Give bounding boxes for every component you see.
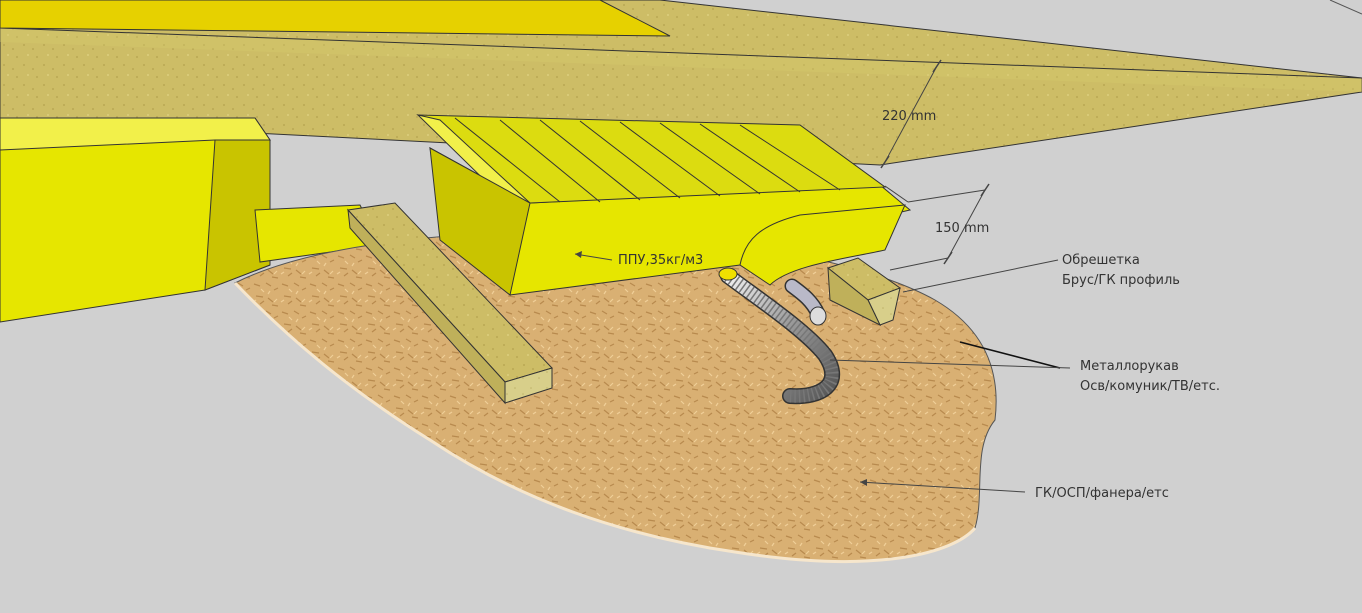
callout-obreshetka: Обрешетка Брус/ГК профиль	[902, 253, 1180, 293]
ppu-label: ППУ,35кг/м3	[618, 253, 703, 268]
obreshetka-label-line1: Обрешетка	[1062, 253, 1140, 268]
callout-metallorukav: Металлорукав Осв/комуник/ТВ/етс.	[829, 359, 1220, 394]
ppu-foam-block	[416, 114, 912, 296]
callout-sheet: ГК/ОСП/фанера/етс	[859, 479, 1169, 501]
dimension-150-label: 150 mm	[935, 221, 989, 236]
dimension-220-label: 220 mm	[882, 109, 936, 124]
right-batten	[826, 257, 902, 327]
osb-sheet	[233, 231, 1061, 564]
metallorukav-label-line2: Осв/комуник/ТВ/етс.	[1080, 379, 1220, 394]
metallorukav-label-line1: Металлорукав	[1080, 359, 1179, 374]
main-beam	[0, 0, 1362, 166]
left-foam-block	[0, 117, 381, 323]
left-batten	[346, 202, 553, 405]
obreshetka-label-line2: Брус/ГК профиль	[1062, 273, 1180, 288]
dimension-150: 150 mm	[884, 183, 990, 271]
metal-conduit	[718, 267, 840, 405]
dimension-220: 220 mm	[880, 59, 942, 169]
sheet-label: ГК/ОСП/фанера/етс	[1035, 486, 1169, 501]
callout-ppu: ППУ,35кг/м3	[574, 251, 703, 268]
